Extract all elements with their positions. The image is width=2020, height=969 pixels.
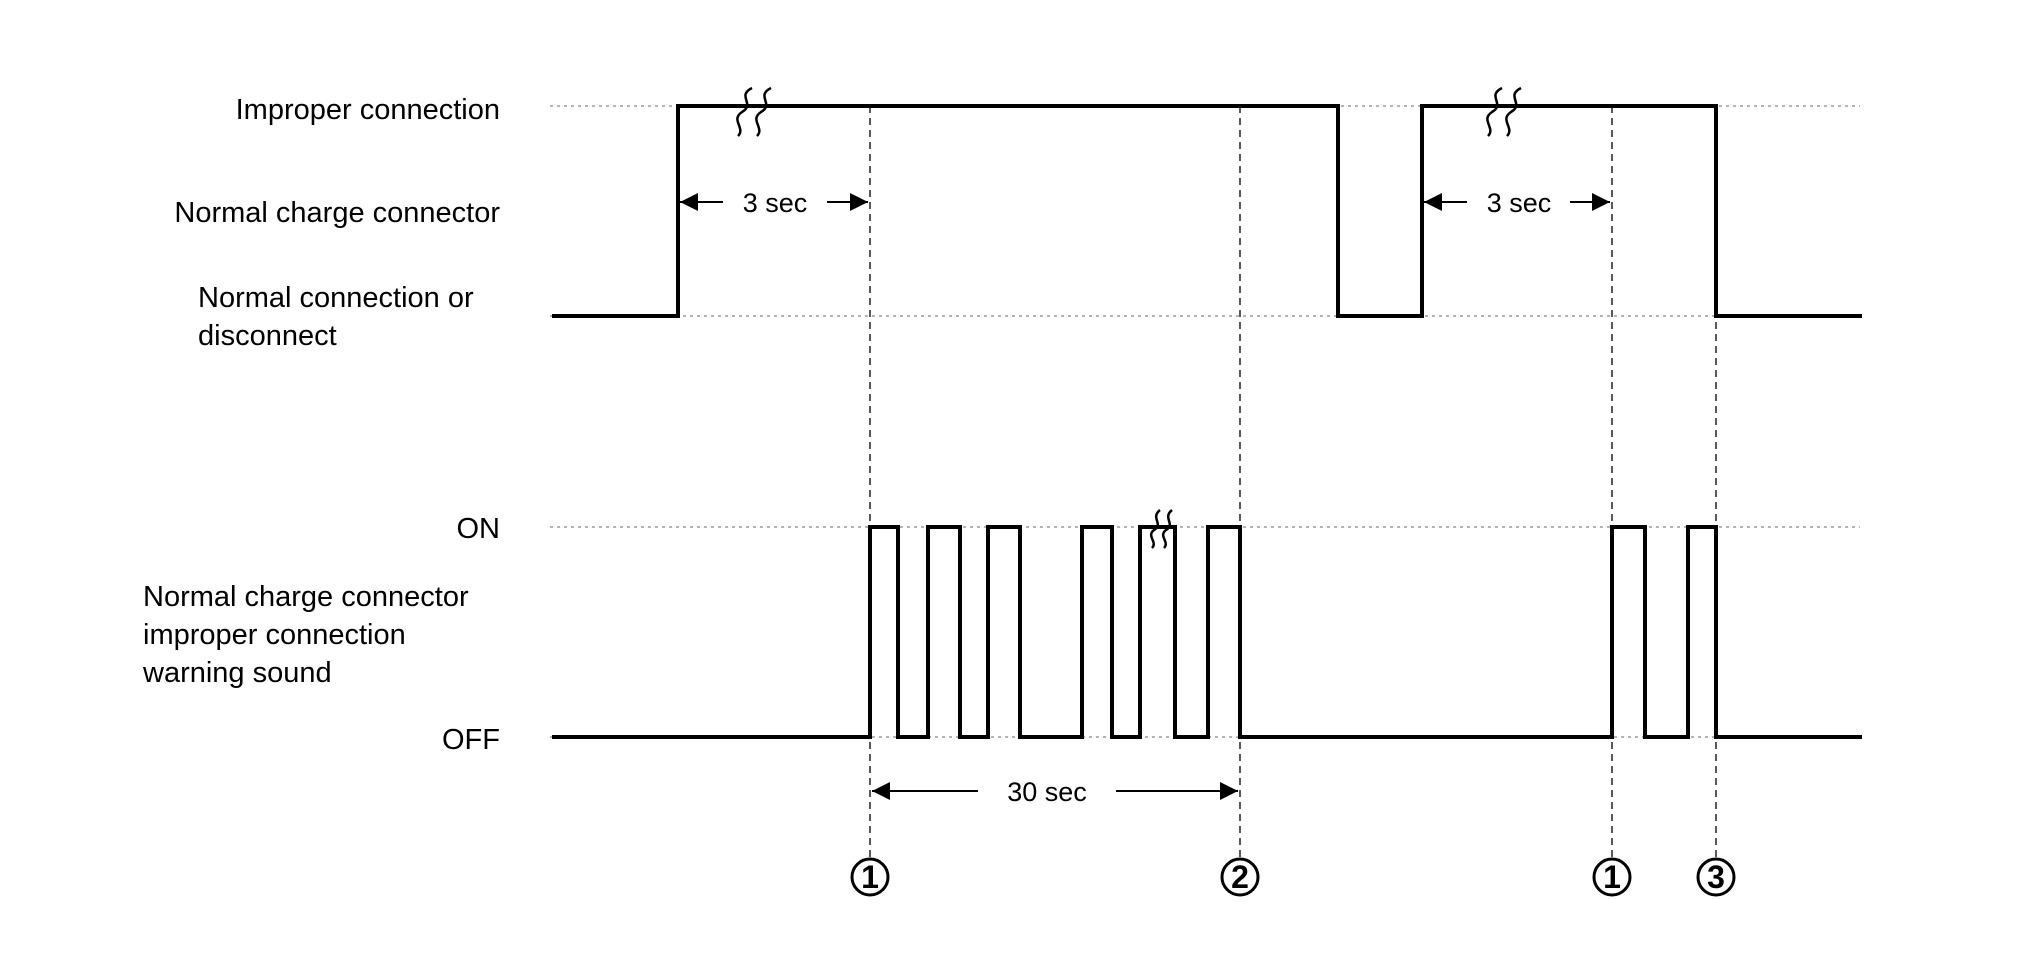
label-normal-connection-line1: Normal connection or	[198, 282, 474, 314]
label-on: ON	[457, 513, 501, 545]
time-break-symbol-2	[1486, 86, 1522, 137]
event-marker-2: 2	[1220, 857, 1260, 897]
label-normal-charge-connector: Normal charge connector	[174, 197, 500, 229]
label-warning-sound-line3: warning sound	[142, 657, 332, 689]
svg-text:2: 2	[1231, 859, 1249, 895]
time-break-symbol-3	[1149, 509, 1173, 549]
warning-sound-waveform	[552, 525, 1862, 739]
warning-duration-label: 30 sec	[1007, 777, 1087, 807]
time-break-symbol-1	[736, 86, 772, 137]
label-off: OFF	[442, 724, 500, 756]
label-normal-connection-line2: disconnect	[198, 320, 337, 352]
label-warning-sound-line2: improper connection	[143, 619, 406, 651]
event-marker-3: 1	[1592, 857, 1632, 897]
svg-text:1: 1	[1603, 859, 1621, 895]
event-marker-1: 1	[850, 857, 890, 897]
event-marker-4: 3	[1696, 857, 1736, 897]
second-delay-label: 3 sec	[1487, 188, 1552, 218]
svg-text:3: 3	[1707, 859, 1725, 895]
label-improper-connection: Improper connection	[236, 94, 500, 126]
connector-state-waveform	[552, 104, 1862, 318]
first-delay-label: 3 sec	[743, 188, 808, 218]
label-warning-sound-line1: Normal charge connector	[143, 581, 469, 613]
svg-text:1: 1	[861, 859, 879, 895]
